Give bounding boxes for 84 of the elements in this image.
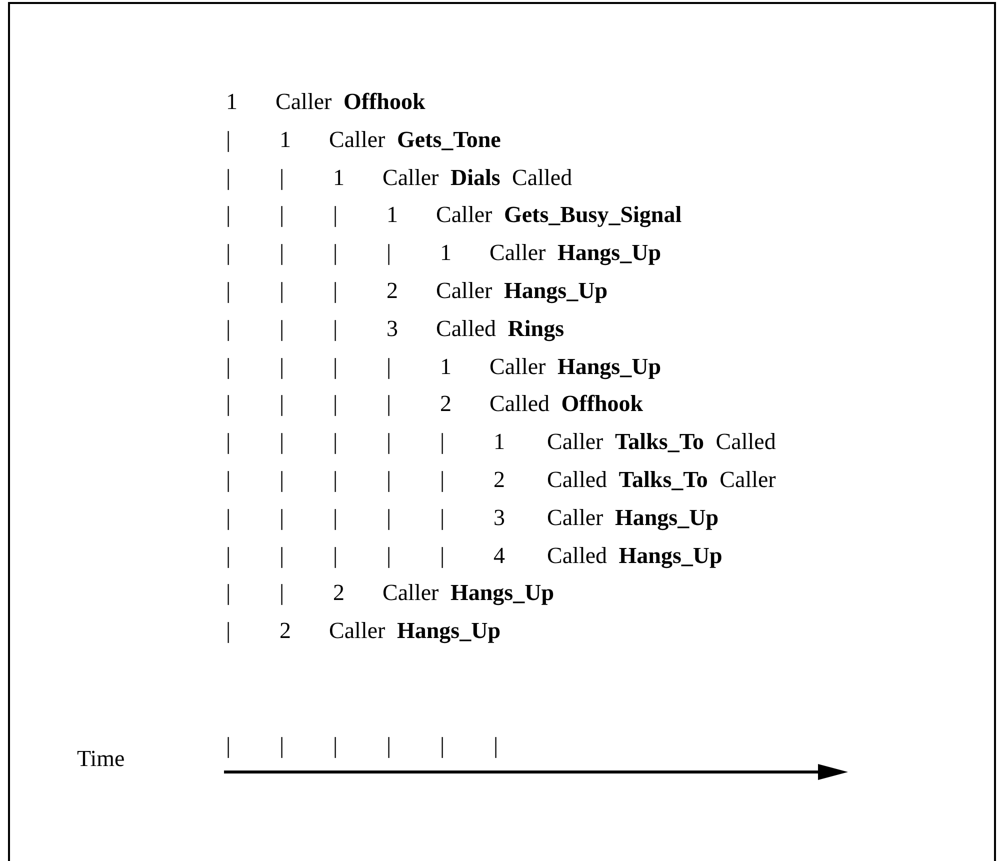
step-number: 2	[440, 392, 452, 416]
vertical-bar-glyph: |	[333, 279, 338, 302]
vertical-bar-glyph: |	[280, 203, 284, 226]
event-text: Called Hangs_Up	[547, 544, 722, 567]
tick-mark: |	[440, 734, 445, 757]
axis-label: Time	[77, 747, 125, 770]
event-text: Caller Hangs_Up	[329, 619, 500, 642]
vertical-bar-glyph: |	[386, 392, 392, 416]
event-text: Caller Offhook	[276, 90, 426, 113]
event-text: Caller Hangs_Up	[436, 279, 608, 302]
vertical-bar-glyph: |	[226, 392, 231, 416]
vertical-bar-glyph: |	[386, 468, 392, 491]
vertical-bar-glyph: |	[333, 203, 338, 226]
vertical-bar-glyph: |	[440, 430, 445, 454]
vertical-bar-glyph: |	[386, 241, 392, 264]
vertical-bar-glyph: |	[226, 619, 231, 642]
event-text: Caller Gets_Tone	[329, 128, 501, 151]
tick-mark: |	[226, 734, 231, 757]
step-number: 1	[494, 430, 505, 454]
step-number: 2	[386, 279, 398, 302]
step-number: 3	[386, 316, 398, 340]
step-number: 4	[494, 544, 505, 567]
tick-mark: |	[333, 734, 338, 757]
step-number: 1	[226, 90, 238, 113]
step-number: 1	[333, 166, 344, 189]
vertical-bar-glyph: |	[226, 279, 231, 302]
step-number: 2	[494, 468, 505, 491]
event-text: Called Offhook	[490, 392, 644, 416]
vertical-bar-glyph: |	[280, 354, 284, 378]
event-text: Caller Hangs_Up	[547, 506, 718, 529]
vertical-bar-glyph: |	[386, 354, 392, 378]
vertical-bar-glyph: |	[280, 506, 284, 529]
vertical-bar-glyph: |	[226, 468, 231, 491]
vertical-bar-glyph: |	[280, 468, 284, 491]
event-text: Caller Hangs_Up	[382, 581, 554, 604]
event-text: Caller Talks_To Called	[547, 430, 776, 454]
vertical-bar-glyph: |	[386, 506, 392, 529]
vertical-bar-glyph: |	[333, 316, 338, 340]
vertical-bar-glyph: |	[333, 544, 338, 567]
vertical-bar-glyph: |	[280, 166, 284, 189]
step-number: 1	[280, 128, 291, 151]
step-number: 1	[440, 354, 452, 378]
tick-mark: |	[280, 734, 284, 757]
tick-mark: |	[494, 734, 498, 757]
vertical-bar-glyph: |	[226, 581, 231, 604]
vertical-bar-glyph: |	[226, 316, 231, 340]
vertical-bar-glyph: |	[226, 203, 231, 226]
event-text: Caller Gets_Busy_Signal	[436, 203, 682, 226]
vertical-bar-glyph: |	[333, 468, 338, 491]
step-number: 1	[440, 241, 452, 264]
vertical-bar-glyph: |	[440, 468, 445, 491]
vertical-bar-glyph: |	[280, 241, 284, 264]
vertical-bar-glyph: |	[333, 241, 338, 264]
vertical-bar-glyph: |	[280, 430, 284, 454]
tick-mark: |	[386, 734, 392, 757]
vertical-bar-glyph: |	[280, 581, 284, 604]
vertical-bar-glyph: |	[226, 506, 231, 529]
event-text: Called Rings	[436, 316, 564, 340]
vertical-bar-glyph: |	[386, 544, 392, 567]
vertical-bar-glyph: |	[280, 392, 284, 416]
vertical-bar-glyph: |	[333, 430, 338, 454]
event-text: Caller Hangs_Up	[490, 241, 661, 264]
vertical-bar-glyph: |	[226, 544, 231, 567]
step-number: 2	[333, 581, 344, 604]
vertical-bar-glyph: |	[280, 316, 284, 340]
event-text: Called Talks_To Caller	[547, 468, 776, 491]
event-text: Caller Dials Called	[382, 166, 572, 189]
vertical-bar-glyph: |	[226, 354, 231, 378]
vertical-bar-glyph: |	[226, 128, 231, 151]
vertical-bar-glyph: |	[386, 430, 392, 454]
vertical-bar-glyph: |	[226, 166, 231, 189]
vertical-bar-glyph: |	[440, 544, 445, 567]
vertical-bar-glyph: |	[333, 392, 338, 416]
vertical-bar-glyph: |	[226, 241, 231, 264]
event-text: Caller Hangs_Up	[490, 354, 661, 378]
step-number: 2	[280, 619, 291, 642]
step-number: 3	[494, 506, 505, 529]
vertical-bar-glyph: |	[280, 279, 284, 302]
vertical-bar-glyph: |	[226, 430, 231, 454]
vertical-bar-glyph: |	[333, 354, 338, 378]
vertical-bar-glyph: |	[280, 544, 284, 567]
vertical-bar-glyph: |	[333, 506, 338, 529]
vertical-bar-glyph: |	[440, 506, 445, 529]
step-number: 1	[386, 203, 398, 226]
